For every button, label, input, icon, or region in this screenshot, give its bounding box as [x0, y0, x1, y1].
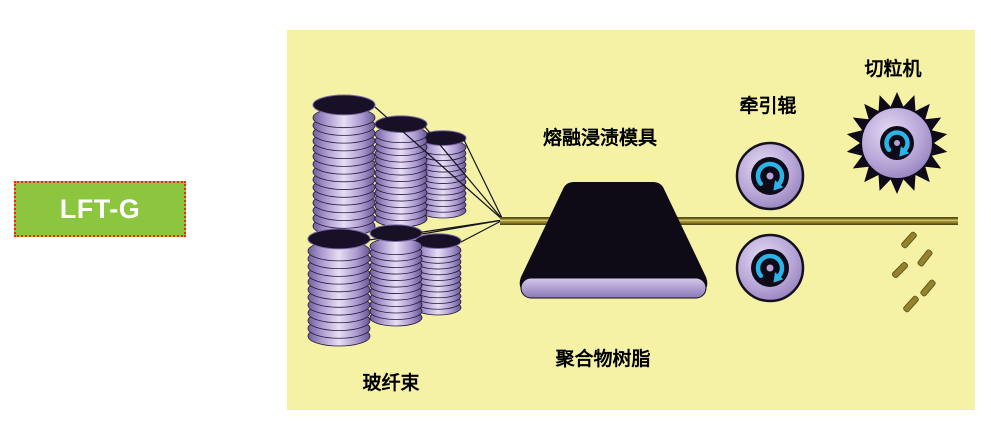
pelletizer-cutter-wheel	[846, 92, 948, 194]
rotation-arrow-icon	[755, 253, 785, 283]
fiber-tape-strip	[500, 217, 958, 225]
label-polymer-resin: 聚合物树脂	[555, 349, 651, 370]
label-glass-fiber-bundle: 玻纤束	[362, 373, 420, 394]
badge-label: LFT-G	[59, 193, 141, 224]
glass-fiber-spools	[307, 94, 467, 347]
rotation-arrow-icon	[884, 130, 910, 157]
pull-roller-top	[735, 141, 805, 211]
fiber-guide-lines	[368, 106, 504, 243]
label-melt-impregnation-die: 熔融浸渍模具	[542, 128, 658, 149]
rotation-arrow-icon	[755, 161, 785, 191]
impregnation-die	[519, 182, 708, 299]
label-pelletizer: 切粒机	[864, 59, 922, 80]
process-diagram-canvas	[307, 92, 958, 347]
label-pull-rollers: 牵引辊	[739, 96, 797, 117]
process-diagram-panel: 熔融浸渍模具 牵引辊 切粒机 聚合物树脂 玻纤束	[287, 30, 975, 410]
pellet-granules	[891, 231, 936, 313]
pull-roller-bottom	[735, 233, 805, 303]
lft-g-badge: LFT-G	[14, 181, 186, 237]
